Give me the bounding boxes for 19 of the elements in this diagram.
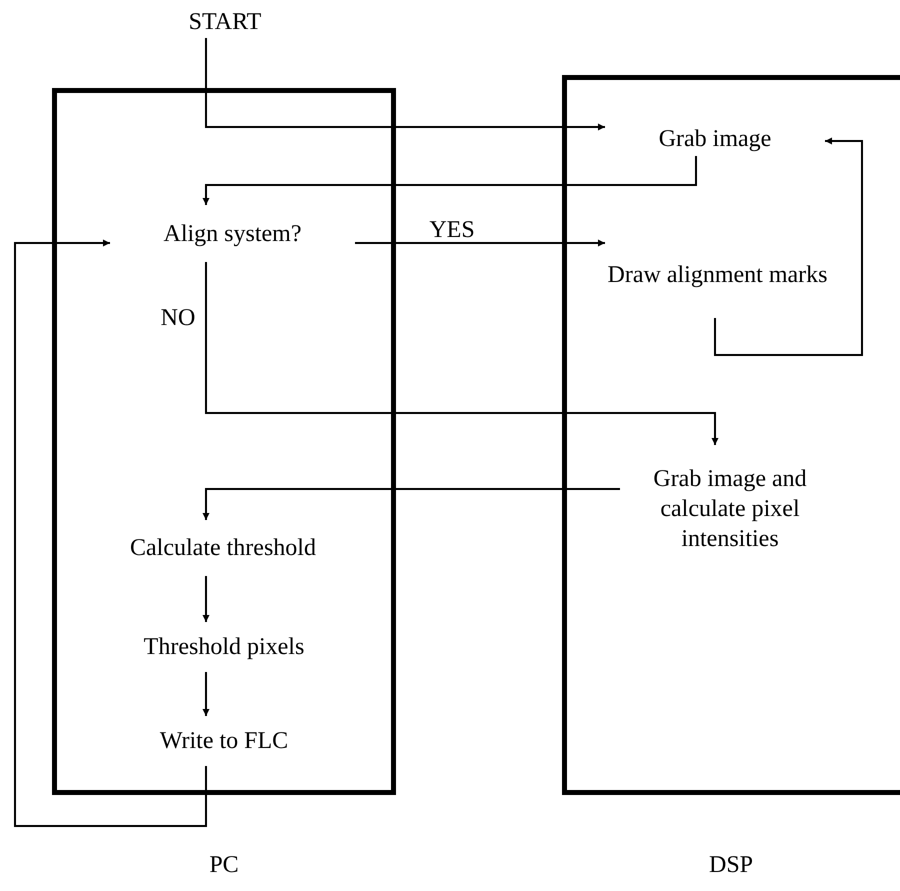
panel-label: PC xyxy=(209,851,239,880)
arrow xyxy=(202,672,210,716)
arrow xyxy=(202,488,620,520)
arrow xyxy=(14,240,207,827)
arrow xyxy=(202,156,697,205)
step-label: Calculate threshold xyxy=(130,534,316,563)
start-label: START xyxy=(188,8,262,37)
arrow xyxy=(205,38,605,130)
step-label: Align system? xyxy=(164,220,302,248)
step-label: Threshold pixels xyxy=(144,633,304,662)
arrow xyxy=(714,138,863,356)
panel-label: DSP xyxy=(708,851,754,880)
arrow xyxy=(205,262,718,445)
step-label: Draw alignment marks xyxy=(608,261,828,290)
arrow xyxy=(355,240,605,246)
step-label: Grab image xyxy=(658,125,772,154)
arrow xyxy=(202,576,210,622)
step-label: Write to FLC xyxy=(160,727,288,756)
step-label: Grab image and calculate pixel intensities xyxy=(652,465,808,554)
